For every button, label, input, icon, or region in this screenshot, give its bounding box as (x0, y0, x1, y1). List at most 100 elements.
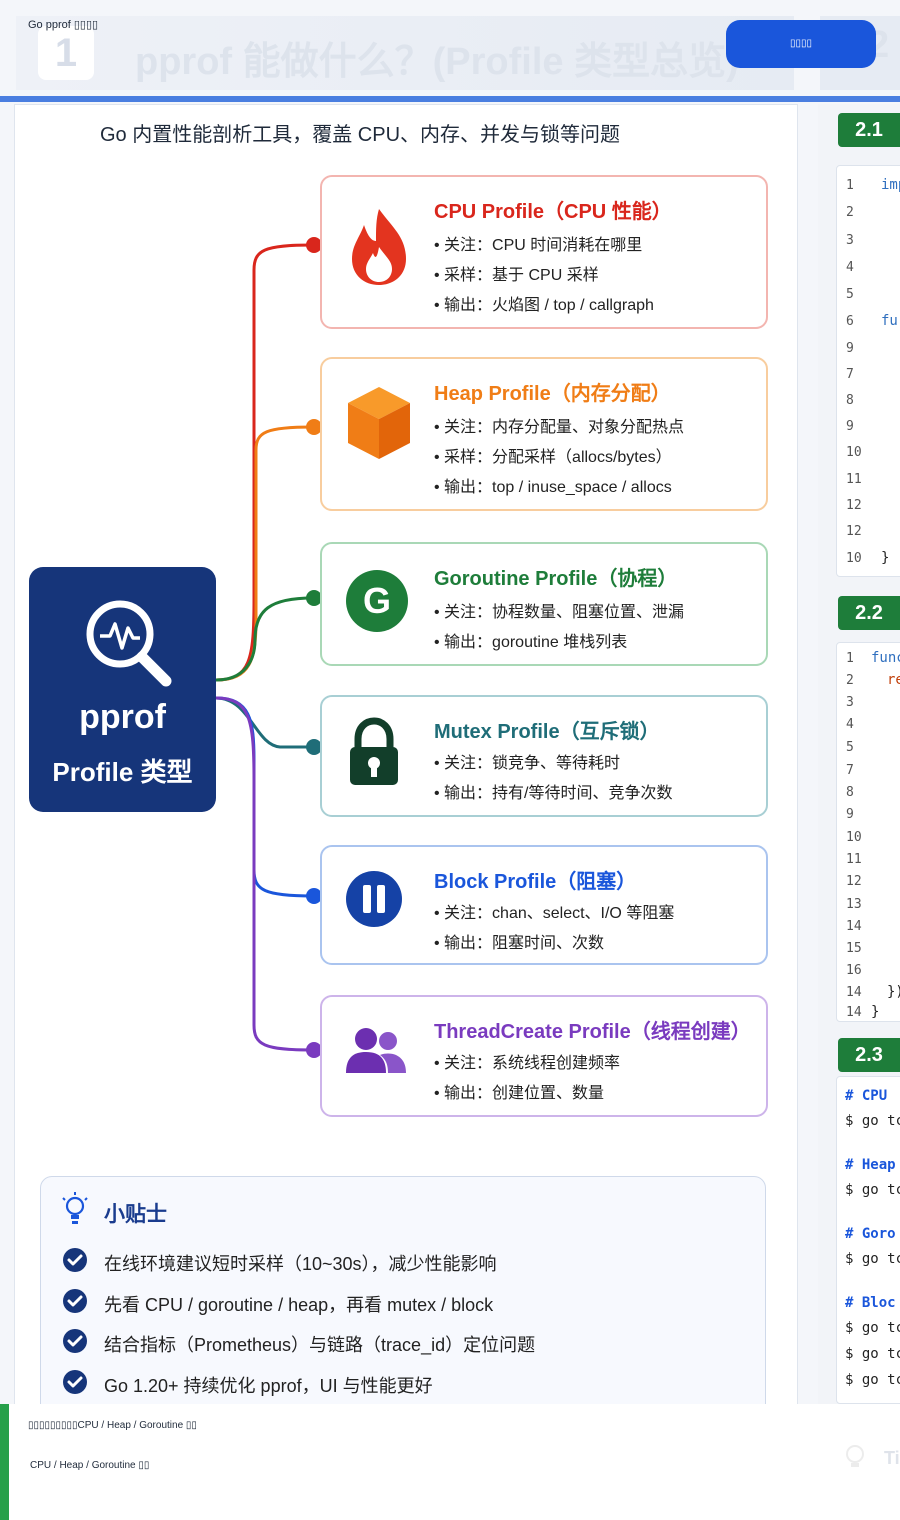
goroutine-profile-card: G Goroutine Profile（协程） • 关注：协程数量、阻塞位置、泄… (320, 542, 768, 666)
mutex-profile-card: Mutex Profile（互斥锁） • 关注：锁竞争、等待耗时 • 输出：持有… (320, 695, 768, 817)
line-number: 9 (846, 419, 854, 434)
code-fragment: } (871, 1004, 880, 1020)
tip-item: 在线环境建议短时采样（10~30s），减少性能影响 (104, 1254, 497, 1274)
line-number: 12 (846, 874, 862, 889)
command-line: $ go tc (845, 1346, 900, 1362)
goroutine-g-icon: G (346, 570, 408, 632)
code-fragment: func (871, 650, 900, 666)
goroutine-profile-line: • 关注：协程数量、阻塞位置、泄漏 (434, 604, 685, 621)
caption-area (0, 1404, 900, 1520)
line-number: 9 (846, 807, 854, 822)
line-number: 3 (846, 695, 854, 710)
heap-profile-line: • 关注：内存分配量、对象分配热点 (434, 419, 685, 436)
line-number: 1 (846, 178, 854, 193)
command-line: $ go tc (845, 1320, 900, 1336)
tips-title: 小贴士 (104, 1203, 167, 1226)
goroutine-profile-line: • 输出：goroutine 堆栈列表 (434, 634, 628, 651)
app-title: Go pprof ▯▯▯▯ (28, 19, 99, 31)
line-number: 5 (846, 287, 854, 302)
pause-icon (346, 871, 402, 927)
threadcreate-profile-line: • 关注：系统线程创建频率 (434, 1055, 621, 1072)
command-line: $ go tc (845, 1182, 900, 1198)
code-fragment: fu (881, 313, 898, 329)
mutex-profile-line: • 输出：持有/等待时间、竞争次数 (434, 785, 673, 802)
block-profile-card: Block Profile（阻塞） • 关注：chan、select、I/O 等… (320, 845, 768, 965)
heap-profile-line: • 输出：top / inuse_space / allocs (434, 479, 672, 496)
line-number: 4 (846, 260, 854, 275)
tip-item: Go 1.20+ 持续优化 pprof，UI 与性能更好 (104, 1376, 433, 1396)
line-number: 14 (846, 985, 862, 1000)
caption-line: ▯▯▯▯▯▯▯▯▯CPU / Heap / Goroutine ▯▯ (28, 1420, 197, 1431)
hub-subtitle: Profile 类型 (52, 757, 193, 787)
line-number: 3 (846, 233, 854, 248)
threadcreate-profile-title: ThreadCreate Profile（线程创建） (434, 1021, 751, 1043)
tips-box (40, 1176, 766, 1418)
header-action-button[interactable]: ▯▯▯▯ (726, 20, 876, 68)
command-line: $ go tc (845, 1372, 900, 1388)
line-number: 12 (846, 524, 862, 539)
block-profile-line: • 输出：阻塞时间、次数 (434, 935, 605, 952)
line-number: 14 (846, 919, 862, 934)
line-number: 5 (846, 740, 854, 755)
tip-item: 先看 CPU / goroutine / heap，再看 mutex / blo… (104, 1295, 494, 1315)
code-fragment: imp (881, 177, 900, 193)
header-bar (16, 16, 794, 90)
code-fragment: } (881, 550, 890, 566)
overview-subtitle: Go 内置性能剖析工具，覆盖 CPU、内存、并发与锁等问题 (100, 124, 621, 146)
flame-icon (352, 209, 406, 285)
section-badge-2-2: 2.2 (838, 596, 900, 630)
check-circle-icon (63, 1289, 87, 1313)
line-number: 7 (846, 367, 854, 382)
command-comment: # Heap (845, 1157, 896, 1173)
hub-name: pprof (79, 698, 166, 736)
cpu-profile-line: • 关注：CPU 时间消耗在哪里 (434, 237, 643, 254)
section-number-badge: 1 (38, 26, 94, 80)
cpu-profile-line: • 采样：基于 CPU 采样 (434, 267, 599, 284)
command-block (836, 1076, 900, 1404)
users-icon (346, 1028, 406, 1073)
line-number: 16 (846, 963, 862, 978)
cpu-profile-line: • 输出：火焰图 / top / callgraph (434, 297, 654, 314)
lock-icon (350, 717, 398, 785)
line-number: 11 (846, 472, 862, 487)
cube-icon (348, 387, 410, 459)
line-number: 14 (846, 1005, 862, 1020)
command-comment: # Goro (845, 1226, 896, 1242)
command-comment: # CPU (845, 1088, 888, 1104)
caption-accent-bar (0, 1404, 9, 1520)
line-number: 10 (846, 445, 862, 460)
line-number: 7 (846, 763, 854, 778)
threadcreate-profile-card: ThreadCreate Profile（线程创建） • 关注：系统线程创建频率… (320, 995, 768, 1117)
line-number: 2 (846, 205, 854, 220)
line-number: 6 (846, 314, 854, 329)
lightbulb-icon (846, 1445, 864, 1467)
command-comment: # Bloc (845, 1295, 896, 1311)
cpu-profile-title: CPU Profile（CPU 性能） (434, 201, 672, 223)
check-circle-icon (63, 1329, 87, 1353)
faded-tip-heading: Ti (840, 1440, 900, 1481)
page-title: pprof 能做什么？(Profile 类型总览) (135, 41, 739, 83)
line-number: 12 (846, 498, 862, 513)
pprof-hub (29, 567, 216, 812)
line-number: 13 (846, 897, 862, 912)
line-number: 15 (846, 941, 862, 956)
lightbulb-icon (62, 1192, 88, 1224)
heap-profile-title: Heap Profile（内存分配） (434, 383, 671, 405)
accent-divider (0, 96, 900, 102)
code-block-2 (836, 642, 900, 1022)
magnifier-pulse-icon (86, 600, 172, 687)
line-number: 1 (846, 651, 854, 666)
caption-line: CPU / Heap / Goroutine ▯▯ (30, 1460, 150, 1471)
mutex-profile-line: • 关注：锁竞争、等待耗时 (434, 755, 621, 772)
svg-text:G: G (363, 580, 391, 621)
check-circle-icon (63, 1248, 87, 1272)
command-line: $ go tc (845, 1251, 900, 1267)
heap-profile-card: Heap Profile（内存分配） • 关注：内存分配量、对象分配热点 • 采… (320, 357, 768, 511)
block-profile-title: Block Profile（阻塞） (434, 871, 637, 893)
line-number: 10 (846, 830, 862, 845)
threadcreate-profile-line: • 输出：创建位置、数量 (434, 1085, 605, 1102)
mutex-profile-title: Mutex Profile（互斥锁） (434, 721, 660, 743)
section-badge-2-1: 2.1 (838, 113, 900, 147)
code-fragment: }) (887, 984, 900, 1000)
